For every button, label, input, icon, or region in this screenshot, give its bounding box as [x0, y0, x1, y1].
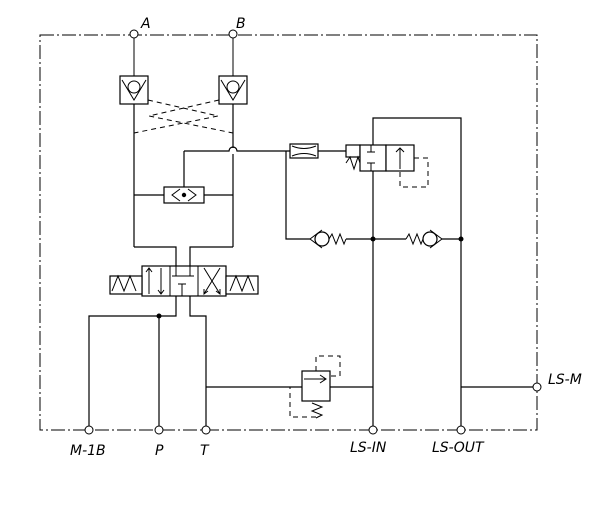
line-crossing-hop	[184, 146, 290, 152]
label-port-b: B	[236, 16, 246, 32]
check-valve-left	[309, 229, 373, 249]
port-p	[154, 425, 164, 435]
pilot-check-valve-b	[218, 75, 248, 105]
dcv-left-actuator	[109, 274, 143, 295]
line-dcv-t	[189, 296, 207, 426]
port-ls-out	[456, 425, 466, 435]
label-port-m1b: M-1B	[70, 443, 106, 459]
junction-p	[156, 313, 162, 319]
pilot-line-a-to-b	[133, 99, 219, 134]
line-b-to-dcv	[189, 246, 233, 266]
ls-sequence-valve	[345, 144, 415, 172]
ls-valve-pilot	[399, 157, 429, 188]
label-port-ls-m: LS-M	[548, 372, 582, 388]
port-ls-in	[368, 425, 378, 435]
relief-pilot-bottom	[289, 386, 316, 418]
label-port-p: P	[155, 443, 164, 459]
port-m1b	[84, 425, 94, 435]
block-boundary	[39, 34, 538, 431]
label-port-a: A	[140, 16, 151, 32]
relief-pilot-top	[315, 355, 341, 377]
label-port-ls-out: LS-OUT	[432, 440, 485, 456]
shuttle-valve	[163, 186, 205, 204]
line-a-to-dcv	[134, 246, 177, 266]
dcv-right-actuator	[225, 274, 259, 295]
check-valve-right	[373, 229, 461, 249]
port-a	[129, 29, 139, 76]
pilot-check-valve-a	[119, 75, 149, 105]
restrictor	[289, 143, 319, 159]
directional-control-valve	[141, 265, 227, 297]
label-port-t: T	[200, 443, 210, 459]
pilot-line-b-to-a	[148, 99, 234, 134]
label-port-ls-in: LS-IN	[350, 440, 387, 456]
line-to-check-valves	[285, 151, 310, 240]
port-b	[228, 29, 238, 76]
junction-ls-out	[458, 236, 464, 242]
port-t	[201, 425, 211, 435]
pressure-relief-valve	[301, 370, 331, 419]
line-dcv-p	[88, 296, 177, 426]
port-ls-m	[532, 382, 542, 392]
line-ls-out-top	[372, 117, 462, 426]
